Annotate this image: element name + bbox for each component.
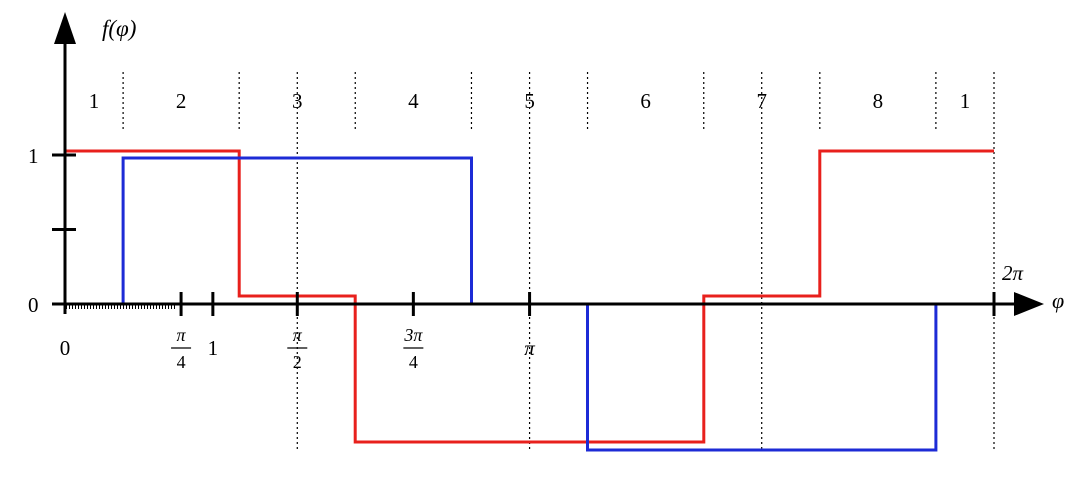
x-axis-label: φ: [1052, 288, 1064, 313]
x-axis-arrowhead: [1014, 292, 1044, 316]
x-tick-label-3-denominator: 2: [293, 352, 302, 372]
region-label-6: 6: [640, 89, 651, 113]
x-tick-label-1-denominator: 4: [177, 352, 186, 372]
region-label-9: 1: [960, 89, 971, 113]
x-tick-label-4-denominator: 4: [409, 352, 418, 372]
y-tick-label-0: 0: [28, 293, 39, 317]
ticks: [52, 153, 996, 316]
x-tick-label-5: π: [524, 336, 535, 360]
region-label-5: 5: [524, 89, 535, 113]
x-tick-label-0: 0: [60, 336, 71, 360]
region-labels: 1 2 3 4 5 6 7 8 1: [89, 89, 971, 113]
series-1-line: [65, 149, 994, 444]
region-label-7: 7: [756, 89, 767, 113]
labels: f(φ) φ 0 1 0 π 4 1 π 2 3π 4 π 2π: [28, 16, 1064, 372]
axes: [54, 12, 1044, 316]
region-label-4: 4: [408, 89, 419, 113]
region-label-1: 1: [89, 89, 100, 113]
x-tick-label-1-numerator: π: [177, 325, 187, 345]
x-tick-label-2: 1: [208, 336, 219, 360]
x-tick-label-4-numerator: 3π: [403, 325, 423, 345]
region-label-2: 2: [176, 89, 187, 113]
region-label-3: 3: [292, 89, 303, 113]
region-label-8: 8: [873, 89, 884, 113]
guide-lines: [122, 72, 995, 450]
x-tick-label-6: 2π: [1002, 261, 1024, 285]
y-axis-arrowhead: [54, 12, 76, 44]
y-tick-label-2: 1: [28, 144, 39, 168]
y-axis-label: f(φ): [102, 16, 136, 41]
x-tick-label-3-numerator: π: [293, 325, 303, 345]
